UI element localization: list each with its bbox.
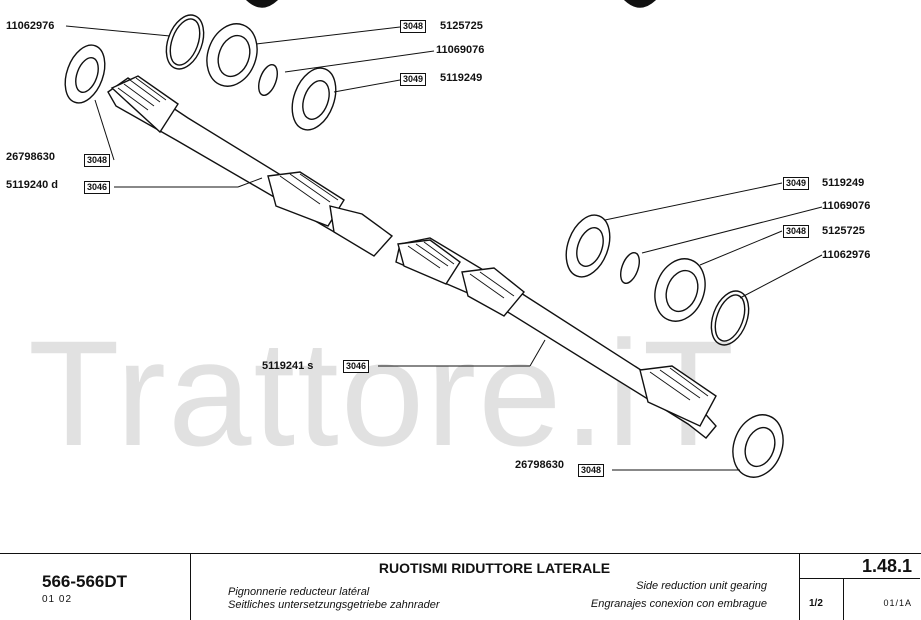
section-title: RUOTISMI RIDUTTORE LATERALE [378,560,611,576]
part-label: 11069076 [822,200,871,212]
ref-box: 3049 [400,73,427,86]
ref-box: 3048 [578,464,605,477]
ref-box: 3048 [783,225,810,238]
model-variants: 01 02 [42,594,73,605]
ref-box: 3046 [84,181,111,194]
title-en: Side reduction unit gearing [636,580,767,592]
page-cell: 1.48.1 1/2 01/1A [799,554,920,620]
part-label: 5119241 s [262,360,314,372]
ref-box: 3048 [84,154,111,167]
ref-box: 3046 [343,360,370,373]
part-label: 5125725 [440,20,483,32]
part-label: 5119249 [822,177,865,189]
revision: 01/1A [883,598,912,608]
part-label: 11062976 [6,20,55,32]
page-number: 1.48.1 [861,556,912,576]
title-block: 566-566DT 01 02 RUOTISMI RIDUTTORE LATER… [0,553,921,620]
ref-box: 3049 [783,177,810,190]
description-cell: RUOTISMI RIDUTTORE LATERALE Pignonnerie … [190,554,800,620]
part-label: 5125725 [822,225,865,237]
part-label: 26798630 [515,459,564,471]
part-label: 5119240 d [6,179,58,191]
model-cell: 566-566DT 01 02 [0,554,191,620]
part-label: 11069076 [436,44,485,56]
part-label: 26798630 [6,151,55,163]
title-de: Seitliches untersetzungsgetriebe zahnrad… [228,599,440,611]
sheet-number: 1/2 [809,598,823,609]
title-fr: Pignonnerie reducteur latéral [228,586,370,598]
ref-box: 3048 [400,20,427,33]
part-label: 11062976 [822,249,871,261]
exploded-shaft-diagram [64,0,823,478]
model-number: 566-566DT [42,572,128,591]
part-label: 5119249 [440,72,483,84]
title-es: Engranajes conexion con embrague [590,598,767,610]
